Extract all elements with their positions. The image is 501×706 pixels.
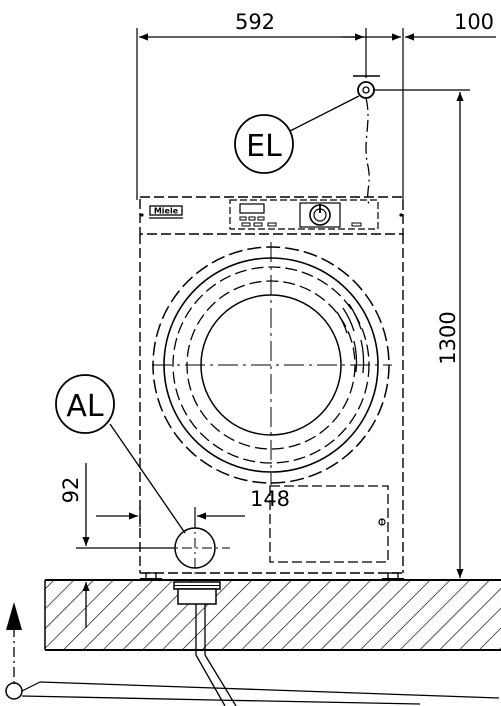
supply-valve-icon [5,682,23,700]
panel-button-4 [241,222,251,227]
width-dimension: 592 [136,10,404,200]
al-bubble [55,374,115,434]
al-leader-line [109,423,186,534]
service-flap-outline [269,485,389,563]
floor-hatching [45,580,501,650]
drain-connection: AL [55,374,230,578]
el-bubble [234,114,294,174]
drain-pipe-bend-left [195,654,226,706]
el-leader-line [289,95,360,132]
door-porthole [152,242,392,485]
floor [44,579,501,651]
electrical-socket-core [362,86,370,94]
el-label: EL [246,129,282,164]
panel-screw-left [140,213,144,217]
display-window [239,203,265,214]
height-dimension-value: 1300 [436,311,460,364]
offset-dimension-value: 100 [454,10,494,34]
panel-button-5 [253,222,263,227]
door-handle-grip-3 [348,303,362,330]
offset-dimension: 100 [342,10,496,78]
width-dimension-value: 592 [235,10,275,34]
height-dimension: 1300 [400,92,470,581]
drain-height-dimension: 92 [59,463,175,628]
electrical-connection: EL [234,75,470,207]
service-flap [269,485,389,563]
drain-offset-value: 148 [250,487,290,511]
supply-hose-upper-right [213,687,500,699]
supply-line [5,602,500,705]
floor-drain-body [177,588,217,605]
control-panel-outline [139,196,404,235]
dial-housing [299,202,341,228]
panel-button-2 [248,216,256,221]
panel-button-1 [239,216,247,221]
supply-line-joint [21,681,41,692]
door-handle-grip-5 [360,339,365,374]
control-fascia [229,199,379,230]
panel-button-7 [351,222,362,227]
supply-hose-lower [21,695,215,701]
door-handle-grip-1 [336,311,348,334]
washing-machine: Miele [139,196,404,580]
electrical-cable [365,97,371,207]
control-panel: Miele [139,196,404,235]
electrical-socket-icon [357,81,375,99]
door-handle-grip-2 [342,307,355,332]
machine-feet [140,572,404,580]
supply-arrow-icon [6,602,22,630]
drain-height-value: 92 [59,477,83,504]
panel-screw-right [399,213,403,217]
brand-name: Miele [154,207,179,216]
drain-pipe-bend-right [204,654,237,706]
al-label: AL [66,389,104,424]
supply-hose-lower-right [213,699,421,705]
drain-offset-dimension: 148 [96,487,290,527]
panel-button-6 [267,222,277,227]
brand-logo [149,205,183,216]
panel-button-3 [257,216,265,221]
floor-drain [173,581,237,706]
supply-hose-upper [39,681,215,689]
door-handle-grip-4 [353,340,358,373]
